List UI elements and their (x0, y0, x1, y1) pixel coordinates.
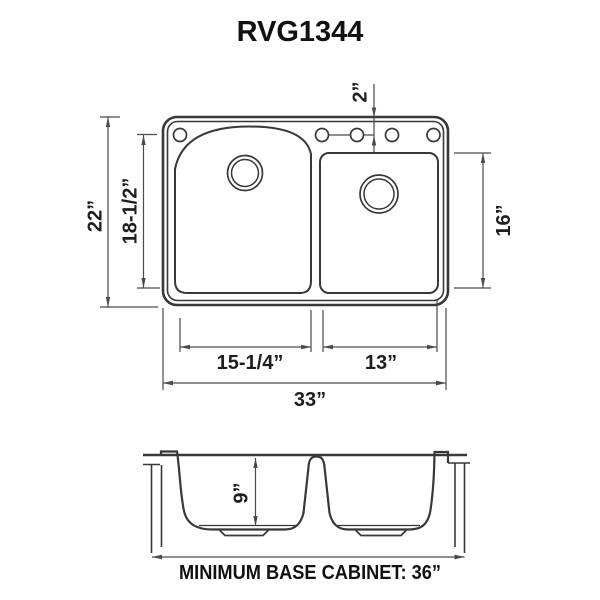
section-view: 9” MINIMUM BASE CABINET: 36” (143, 450, 470, 584)
drain-boss-right (354, 528, 408, 537)
dim-bowl-depth: 9” (231, 458, 258, 526)
dim-arrow-up (253, 458, 258, 468)
faucet-hole (349, 127, 365, 143)
drain-inner-ring (230, 158, 260, 188)
dim-arrow-up (371, 135, 377, 146)
faucet-hole (172, 127, 188, 143)
dim-label-2in: 2” (350, 81, 372, 102)
base-cabinet-note: MINIMUM BASE CABINET: 36” (179, 562, 441, 584)
dim-arrow-left (180, 344, 190, 350)
faucet-hole (426, 127, 441, 143)
drain-left (226, 154, 264, 192)
sink-rim-inner (166, 120, 445, 302)
dim-label-13in: 13” (365, 352, 397, 374)
dim-arrow-down (480, 278, 486, 288)
dim-arrow-left (323, 344, 333, 350)
dim-right-bowl-depth: 16” (454, 152, 515, 289)
drain-outer-ring (226, 154, 264, 192)
left-bowl (174, 125, 312, 294)
cabinet-walls (150, 463, 466, 553)
drain-boss-left (218, 528, 270, 537)
dim-label-15-1-4in: 15-1/4” (217, 352, 284, 374)
top-view: 2” 22” 18-1/2” 16” (85, 81, 516, 411)
dim-overall-width: 33” (162, 308, 447, 411)
dim-arrow-right (301, 344, 311, 350)
dim-label-18-1-2in: 18-1/2” (120, 178, 142, 245)
faucet-hole (314, 127, 330, 143)
dim-left-bowl-width: 15-1/4” (179, 310, 312, 374)
dim-arrow-up (105, 117, 111, 127)
dim-arrow-right (436, 380, 446, 386)
dim-overall-depth: 22” (85, 116, 158, 308)
dim-base-cabinet: MINIMUM BASE CABINET: 36” (152, 554, 465, 584)
dim-arrow-down (253, 516, 258, 526)
dim-arrow-down (141, 278, 146, 288)
right-bowl (319, 152, 439, 294)
dim-label-16in: 16” (493, 204, 515, 236)
dim-right-bowl-width: 13” (322, 300, 438, 374)
dim-left-bowl-depth: 18-1/2” (120, 133, 160, 289)
dim-faucet-hole-offset: 2” (350, 81, 377, 153)
dim-arrow-down (371, 107, 377, 118)
dim-label-22in: 22” (85, 200, 107, 232)
dim-arrow-left (163, 380, 173, 386)
drain-right (359, 174, 399, 214)
drain-inner-ring (363, 178, 395, 210)
dim-arrow-down (105, 297, 111, 307)
faucet-hole (384, 127, 400, 143)
dim-label-33in: 33” (294, 389, 326, 411)
dim-arrow-right (454, 554, 465, 560)
dim-arrow-up (480, 153, 486, 163)
dim-label-9in: 9” (231, 482, 253, 503)
dim-arrow-left (152, 554, 162, 560)
dim-arrow-up (141, 135, 146, 145)
dim-arrow-right (427, 344, 437, 350)
diagram-title: RVG1344 (237, 16, 364, 48)
faucet-holes (172, 127, 441, 143)
sink-section-profile (159, 450, 450, 531)
drain-outer-ring (359, 174, 399, 214)
